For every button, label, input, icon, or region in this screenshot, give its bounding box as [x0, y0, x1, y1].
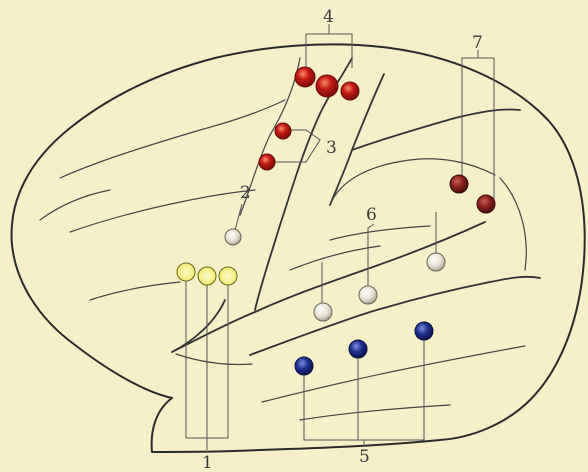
inferior-frontal-sulcus [69, 189, 256, 233]
label-group-3: 3 [326, 138, 337, 158]
label-group-5: 5 [359, 447, 370, 467]
group-1-bracket [185, 280, 229, 450]
group-3-bracket [274, 129, 321, 163]
label-group-1: 1 [202, 453, 213, 472]
temporal-curve-middle [329, 225, 431, 241]
label-group-6: 6 [366, 205, 377, 225]
group-3-red-dot-lower [258, 153, 276, 171]
sylvian-anterior-branch [171, 299, 226, 353]
intraparietal-sulcus [351, 108, 521, 151]
group-6-white-dot-middle [358, 285, 378, 305]
superior-frontal-sulcus [59, 99, 286, 179]
group-1-yellow-dot-center [197, 266, 217, 286]
superior-temporal-sulcus [249, 275, 541, 356]
group-4-red-dot-center [315, 74, 339, 98]
group-1-yellow-dot-left [176, 262, 196, 282]
label-group-4: 4 [323, 7, 334, 27]
angular-sulcus [329, 158, 496, 206]
orbital-sulcus [89, 281, 181, 301]
group-5-blue-dot-right [414, 321, 434, 341]
group-7-bracket [461, 50, 495, 200]
label-group-7: 7 [472, 33, 483, 53]
group-2-white-dot [224, 228, 242, 246]
frontal-sulcus-branch [39, 189, 111, 221]
group-7-dark-red-dot-right [476, 194, 496, 214]
group-7-dark-red-dot-left [449, 174, 469, 194]
sylvian-lower-branch [175, 353, 253, 366]
group-4-red-dot-right [340, 81, 360, 101]
label-group-2: 2 [240, 183, 251, 203]
temporal-curve-upper [289, 245, 381, 271]
group-4-bracket [305, 24, 353, 68]
group-6-white-dot-left [313, 302, 333, 322]
group-5-blue-dot-left [294, 356, 314, 376]
lower-temporal-curve [299, 404, 451, 421]
group-5-bracket [303, 338, 425, 446]
group-1-yellow-dot-right [218, 266, 238, 286]
central-sulcus [254, 57, 353, 311]
group-4-red-dot-left [294, 66, 316, 88]
sylvian-fissure [171, 221, 486, 353]
brain-outline [10, 43, 586, 453]
group-6-white-dot-right [426, 252, 446, 272]
precentral-sulcus [239, 57, 301, 216]
group-3-red-dot-upper [274, 122, 292, 140]
inferior-temporal-sulcus [261, 345, 526, 403]
group-5-blue-dot-middle [348, 339, 368, 359]
group-6-leaders [321, 212, 437, 310]
occipital-sulcus [499, 177, 527, 271]
